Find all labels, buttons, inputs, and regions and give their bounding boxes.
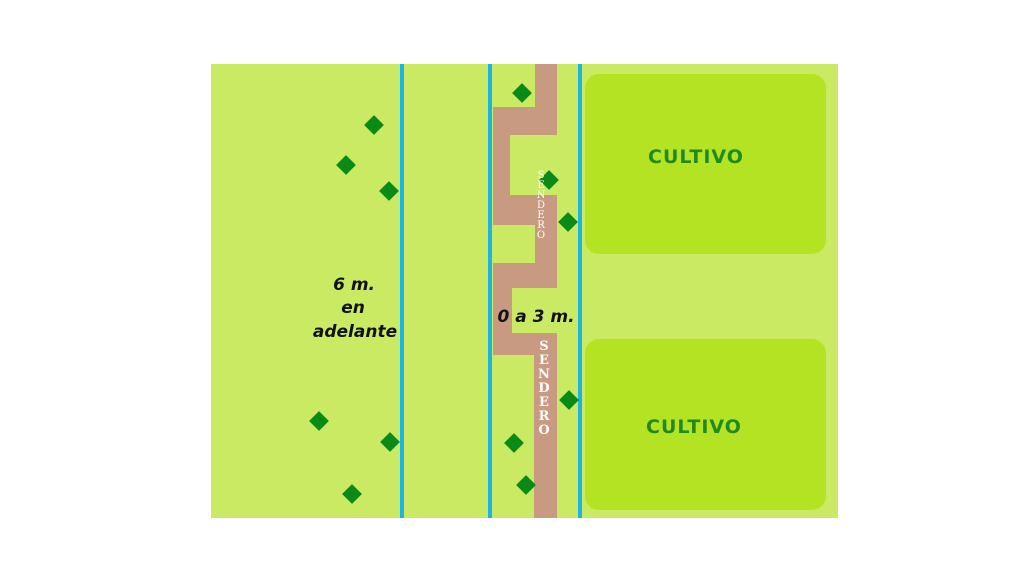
boundary-line-middle xyxy=(488,64,492,518)
shrub-icon xyxy=(336,155,356,175)
path-label-lower: SENDERO xyxy=(537,339,552,437)
distance-far-line-3: adelante xyxy=(313,322,397,342)
distance-far-line-2: en xyxy=(341,298,365,318)
distance-label-far: 6 m. en adelante xyxy=(313,275,397,342)
crop-label-bottom: CULTIVO xyxy=(646,416,742,438)
shrub-icon xyxy=(364,115,384,135)
distance-far-line-1: 6 m. xyxy=(333,275,375,295)
crop-block-top xyxy=(585,74,826,254)
shrub-icon xyxy=(309,411,329,431)
boundary-line-right xyxy=(578,64,582,518)
distance-label-near: 0 a 3 m. xyxy=(497,307,574,327)
crop-block-bottom xyxy=(585,339,826,510)
path-label-upper: SENDERO xyxy=(536,170,547,240)
shrub-icon xyxy=(380,432,400,452)
boundary-line-left xyxy=(400,64,404,518)
shrub-icon xyxy=(342,484,362,504)
crop-label-top: CULTIVO xyxy=(648,146,744,168)
shrub-icon xyxy=(379,181,399,201)
path-sendero xyxy=(493,64,557,518)
